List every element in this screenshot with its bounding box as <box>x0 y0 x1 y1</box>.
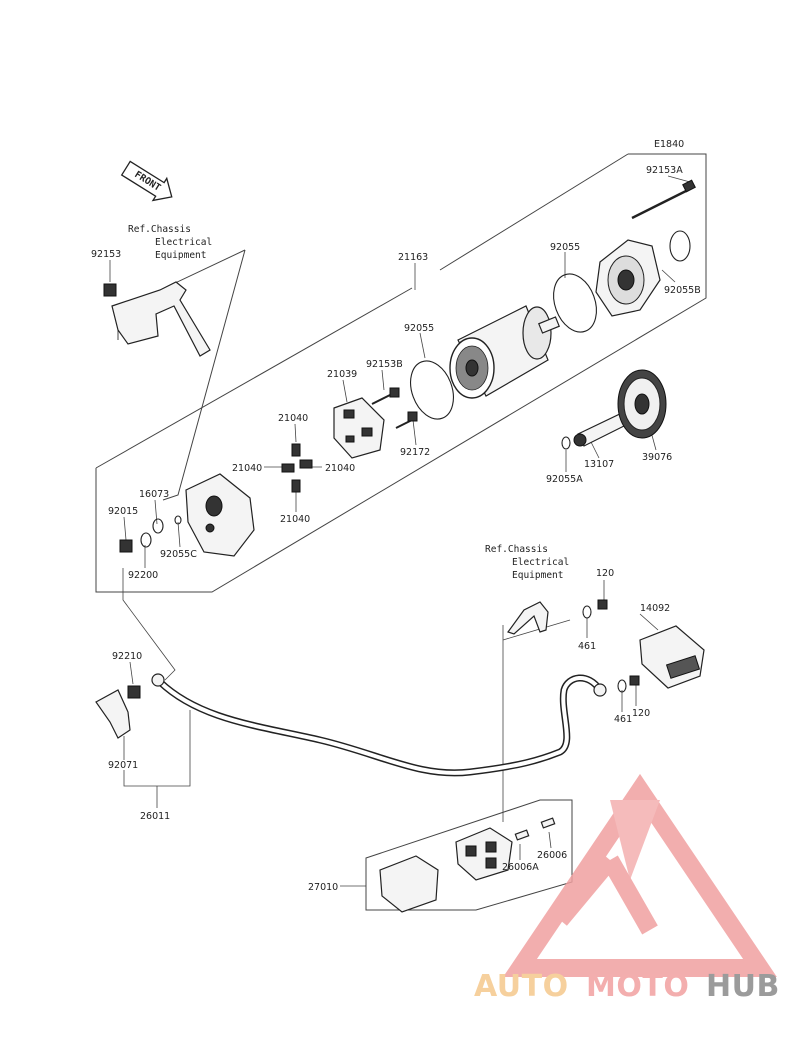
part-labels: E1840 92153A 21163 92055 92055B 92055 92… <box>91 139 701 893</box>
ref-chassis-1-line2: Electrical <box>155 237 212 248</box>
o-ring-92055b <box>669 230 691 262</box>
watermark-logo-mark <box>503 773 777 977</box>
brush-holder <box>333 397 385 459</box>
terminal-cap-92071 <box>95 689 131 739</box>
fuses-26006 <box>514 817 556 841</box>
label-21040-c: 21040 <box>325 463 355 474</box>
label-92200: 92200 <box>128 570 158 581</box>
label-92153: 92153 <box>91 249 121 260</box>
rear-cover <box>185 473 255 557</box>
label-120-a: 120 <box>596 568 614 579</box>
label-92055c: 92055C <box>160 549 197 560</box>
label-21040-a: 21040 <box>278 413 308 424</box>
front-cover <box>595 239 661 317</box>
label-92015: 92015 <box>108 506 138 517</box>
idle-gear-39076 <box>617 369 667 439</box>
relay-cover-14092 <box>639 625 705 689</box>
label-21040-d: 21040 <box>280 514 310 525</box>
label-461-b: 461 <box>614 714 632 725</box>
chassis-bracket-1 <box>103 281 211 357</box>
label-16073: 16073 <box>139 489 169 500</box>
diagram-code: E1840 <box>654 139 684 150</box>
label-92055-mid: 92055 <box>404 323 434 334</box>
rear-fasteners <box>119 515 182 553</box>
label-92153b: 92153B <box>366 359 403 370</box>
o-ring-92055-mid <box>410 360 454 420</box>
o-ring-92055-top <box>553 273 597 333</box>
ref-chassis-1-line3: Equipment <box>155 250 206 261</box>
ref-chassis-2-line3: Equipment <box>512 570 563 581</box>
watermark-hub: HUB <box>706 969 780 1004</box>
label-92210: 92210 <box>112 651 142 662</box>
label-92055b: 92055B <box>664 285 701 296</box>
label-26011: 26011 <box>140 811 170 822</box>
label-13107: 13107 <box>584 459 614 470</box>
assembly-frame <box>95 153 707 593</box>
armature-yoke <box>449 305 560 399</box>
starter-relay <box>379 827 513 913</box>
watermark-auto: AUTO <box>474 969 569 1004</box>
front-direction-arrow <box>120 160 173 202</box>
label-92172: 92172 <box>400 447 430 458</box>
nut-92210 <box>127 685 141 699</box>
brush-springs <box>281 443 313 493</box>
washer-92055a <box>561 436 571 450</box>
label-26006: 26006 <box>537 850 567 861</box>
chassis-bracket-2 <box>507 601 549 635</box>
ref-chassis-1-line1: Ref.Chassis <box>128 224 191 235</box>
label-27010: 27010 <box>308 882 338 893</box>
label-461-a: 461 <box>578 641 596 652</box>
label-92055a: 92055A <box>546 474 583 485</box>
starter-cable <box>151 673 607 777</box>
long-bolt-92153a <box>631 179 696 220</box>
label-21039: 21039 <box>327 369 357 380</box>
label-14092: 14092 <box>640 603 670 614</box>
bolt-92172 <box>395 411 418 429</box>
washers-461 <box>582 605 627 693</box>
label-21163: 21163 <box>398 252 428 263</box>
label-92071: 92071 <box>108 760 138 771</box>
label-120-b: 120 <box>632 708 650 719</box>
label-92153a: 92153A <box>646 165 683 176</box>
leader-lines <box>109 175 691 887</box>
ref-chassis-2-line1: Ref.Chassis <box>485 544 548 555</box>
bolt-92153b <box>371 387 400 405</box>
label-92055-top: 92055 <box>550 242 580 253</box>
automotohub-watermark: AUTO MOTO HUB <box>474 773 780 1004</box>
label-26006a: 26006A <box>502 862 539 873</box>
watermark-moto: MOTO <box>586 969 689 1004</box>
ref-chassis-2-line2: Electrical <box>512 557 569 568</box>
label-39076: 39076 <box>642 452 672 463</box>
bolts-120 <box>597 599 640 686</box>
label-21040-b: 21040 <box>232 463 262 474</box>
